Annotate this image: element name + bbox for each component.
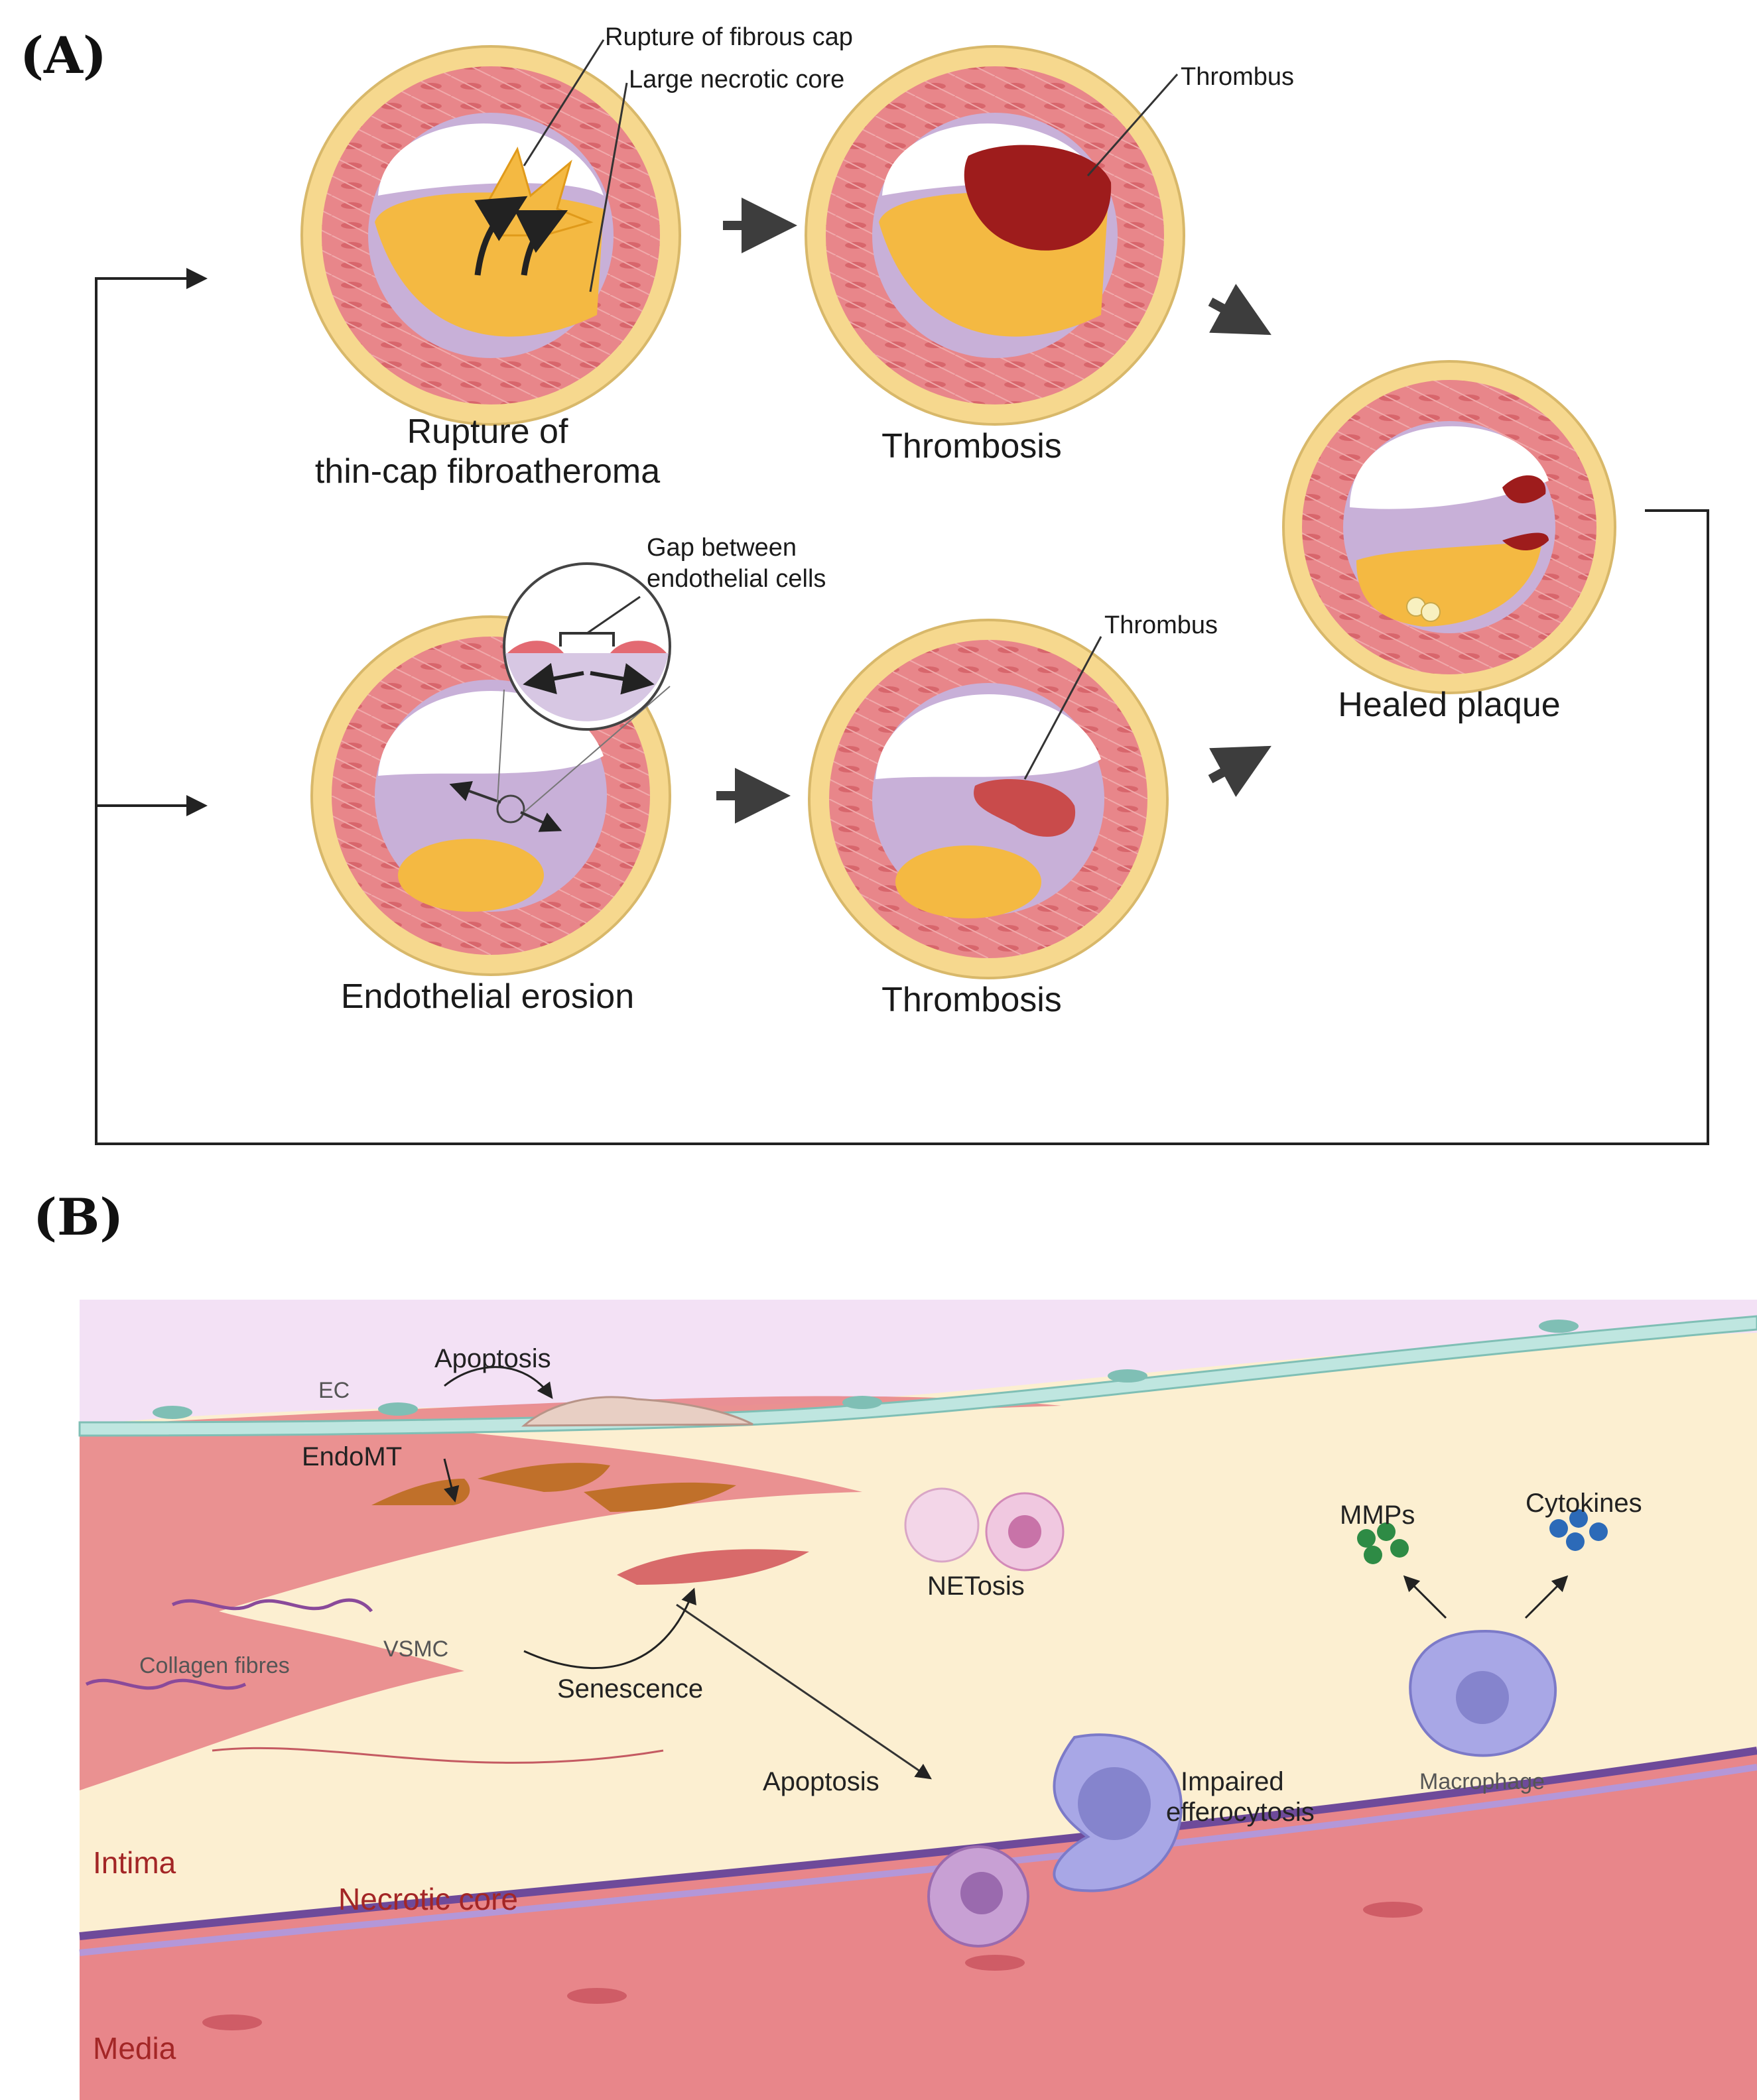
label-necrotic-core: Necrotic core bbox=[338, 1882, 518, 1916]
artery-rupture bbox=[300, 45, 681, 426]
annotation-rupture-cap: Rupture of fibrous cap bbox=[605, 23, 853, 51]
label-cytokines: Cytokines bbox=[1526, 1489, 1642, 1518]
label-macrophage: Macrophage bbox=[1419, 1769, 1545, 1794]
annotation-gap-line2: endothelial cells bbox=[647, 565, 826, 593]
arrow-thrombosis-bottom-to-healed bbox=[1208, 745, 1271, 797]
artery-healed-plaque bbox=[1282, 360, 1616, 694]
label-endomt: EndoMT bbox=[302, 1442, 402, 1471]
leader-thrombus-top bbox=[1086, 74, 1179, 176]
caption-rupture-line2: thin-cap fibroatheroma bbox=[315, 452, 660, 491]
leader-thrombus-bottom bbox=[1023, 636, 1102, 780]
leader-necrotic-core bbox=[589, 82, 628, 292]
annotation-gap-line1: Gap between bbox=[647, 534, 797, 562]
panel-b-labels: EC Apoptosis EndoMT Collagen fibres VSMC… bbox=[93, 1344, 1642, 2066]
panel-a-label: (A) bbox=[20, 26, 107, 85]
label-impaired-line2: efferocytosis bbox=[1166, 1798, 1315, 1827]
label-media: Media bbox=[93, 2031, 176, 2066]
artery-thrombosis-bottom bbox=[808, 619, 1169, 979]
panel-b-illustration bbox=[78, 1300, 1757, 2100]
caption-healed-plaque: Healed plaque bbox=[1338, 686, 1560, 724]
label-senescence: Senescence bbox=[557, 1674, 703, 1703]
leader-gap bbox=[586, 595, 641, 635]
annotation-necrotic-core: Large necrotic core bbox=[629, 66, 844, 93]
arrow-thrombosis-top-to-healed bbox=[1208, 284, 1271, 336]
annotation-thrombus-bottom: Thrombus bbox=[1104, 611, 1218, 639]
label-netosis: NETosis bbox=[927, 1572, 1025, 1601]
caption-thrombosis-bottom: Thrombosis bbox=[881, 981, 1062, 1019]
panel-b-label: (B) bbox=[33, 1188, 123, 1247]
label-ec: EC bbox=[318, 1378, 350, 1403]
leader-fibrous-cap bbox=[523, 39, 605, 166]
label-intima: Intima bbox=[93, 1845, 176, 1880]
caption-erosion: Endothelial erosion bbox=[341, 977, 634, 1016]
label-apoptosis-mid: Apoptosis bbox=[763, 1767, 879, 1796]
label-mmps: MMPs bbox=[1340, 1501, 1415, 1530]
label-impaired-line1: Impaired bbox=[1181, 1767, 1284, 1796]
feedback-loop bbox=[95, 268, 1709, 1145]
artery-thrombosis-top bbox=[805, 45, 1185, 426]
annotation-thrombus-top: Thrombus bbox=[1181, 63, 1294, 91]
label-vsmc: VSMC bbox=[383, 1637, 448, 1662]
label-apoptosis-top: Apoptosis bbox=[434, 1344, 551, 1373]
label-collagen: Collagen fibres bbox=[139, 1653, 290, 1678]
caption-thrombosis-top: Thrombosis bbox=[881, 427, 1062, 465]
caption-rupture-line1: Rupture of bbox=[407, 412, 568, 451]
